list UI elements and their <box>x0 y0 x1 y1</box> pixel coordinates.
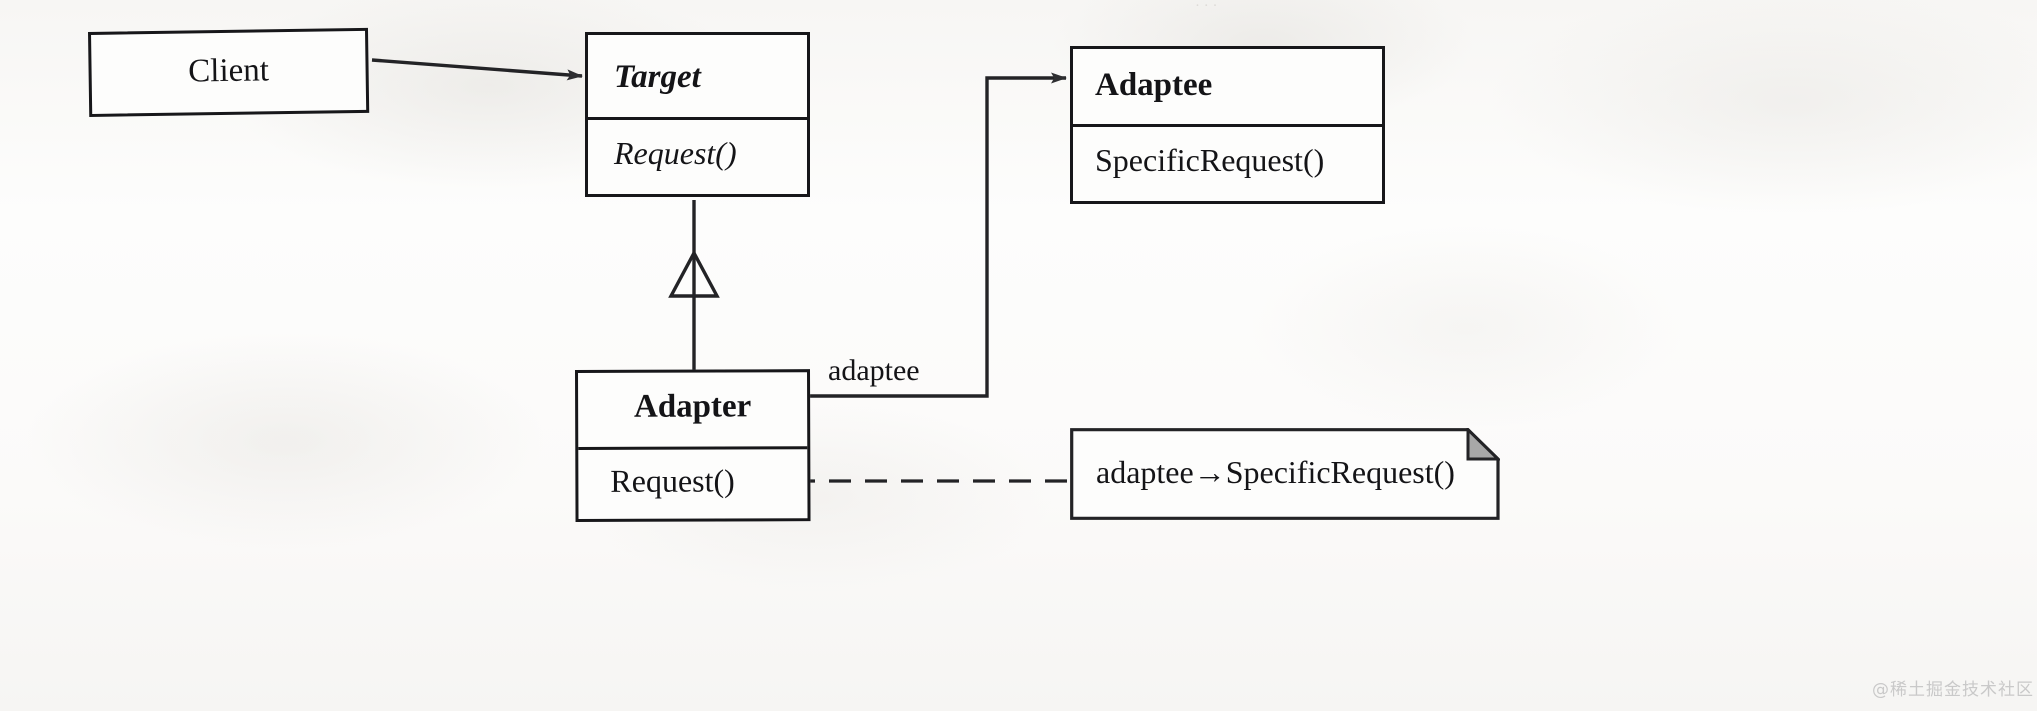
class-box-client[interactable]: Client <box>88 27 370 117</box>
class-name-adaptee: Adaptee <box>1095 67 1213 103</box>
note-shape <box>1070 428 1500 520</box>
edge-label-adaptee-role: adaptee <box>828 354 920 387</box>
class-name-target: Target <box>614 59 701 95</box>
class-operation-adapter-request[interactable]: Request() <box>610 462 735 499</box>
class-name-adapter: Adapter <box>633 388 752 425</box>
class-divider-adapter <box>578 446 808 450</box>
connector-adapter-to-target <box>668 200 720 370</box>
class-box-adapter[interactable]: Adapter Request() <box>575 369 811 522</box>
class-box-target[interactable]: Target Request() <box>585 32 810 197</box>
connector-adapter-to-adaptee <box>810 72 1067 398</box>
class-name-client: Client <box>187 52 270 90</box>
class-divider-adaptee <box>1073 124 1382 127</box>
class-box-adaptee[interactable]: Adaptee SpecificRequest() <box>1070 46 1385 204</box>
watermark: @稀土掘金技术社区 <box>1872 680 2034 700</box>
note-text: adaptee→SpecificRequest() <box>1096 454 1455 490</box>
class-divider-target <box>588 117 807 120</box>
connector-client-to-target <box>371 58 583 81</box>
class-operation-adaptee-specificrequest[interactable]: SpecificRequest() <box>1095 142 1325 178</box>
note-box[interactable]: adaptee→SpecificRequest() <box>1070 428 1500 520</box>
class-operation-target-request[interactable]: Request() <box>614 135 737 171</box>
scan-smudge-top: · · · <box>1195 0 1218 14</box>
connector-request-to-note <box>763 466 1068 496</box>
